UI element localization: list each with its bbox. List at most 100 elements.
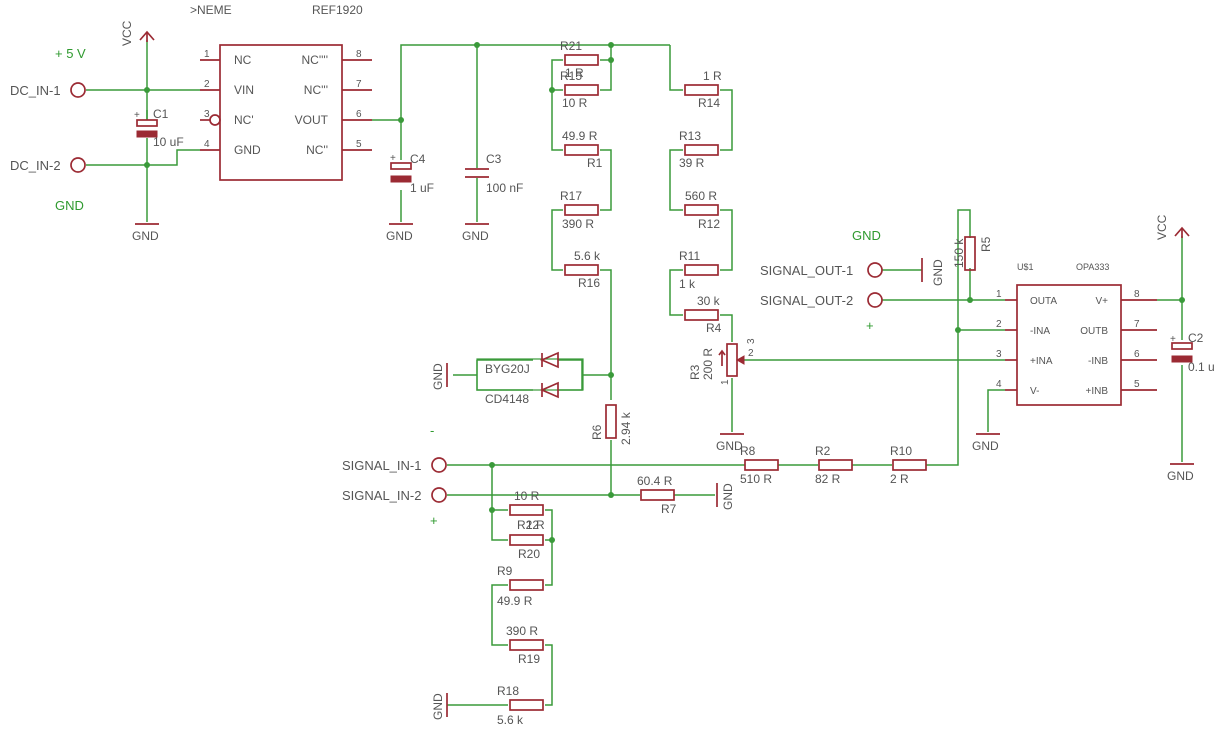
r22-value: 1 R [526,518,545,532]
resistor-r10-body [892,459,927,471]
ref1920-pin3-name: NC' [234,113,254,127]
ref1920-pin4-num: 4 [204,139,210,150]
resistor-r21-body [564,54,599,66]
r18-value: 5.6 k [497,713,524,727]
opa333-ic: U$1 OPA333 1 2 3 4 OUTA -INA +INA V- 8 7… [996,262,1157,406]
ref1920-pin7-name: NC''' [304,83,328,97]
svg-text:+: + [390,153,396,164]
r2-name: R2 [815,444,831,458]
r13-value: 39 R [679,156,705,170]
r18-name: R18 [497,684,519,698]
resistor-r8-body [744,459,779,471]
ref1920-name: >NEME [190,3,232,17]
wires [86,40,1183,706]
opa333-pin2-name: -INA [1030,326,1050,337]
r11-value: 1 k [679,277,696,291]
signal-out-2-label: SIGNAL_OUT-2 [760,293,853,308]
diodes: BYG20J CD4148 [476,351,584,406]
vcc-symbols: VCC VCC [120,20,1190,240]
capacitor-c1: + C1 10 uF [134,107,184,149]
opa333-pin6-num: 6 [1134,349,1140,360]
signal-out-2-terminal [867,292,883,308]
dc-in-2-terminal [70,157,86,173]
resistor-r7-body [640,489,675,501]
dc-in-2-label: DC_IN-2 [10,158,61,173]
r9-name: R9 [497,564,513,578]
ref1920-pin6-num: 6 [356,109,362,120]
capacitor-c4: + C4 1 uF [390,152,434,195]
resistor-r16-body [564,264,599,276]
dc-in-1-label: DC_IN-1 [10,83,61,98]
opa333-pin8-name: V+ [1095,296,1108,307]
opa333-pin1-name: OUTA [1030,296,1057,307]
signal-in-2-label: SIGNAL_IN-2 [342,488,421,503]
opa333-pin8-num: 8 [1134,289,1140,300]
r8-value: 510 R [740,472,772,486]
opa333-pin4-num: 4 [996,379,1002,390]
opa333-pin1-num: 1 [996,289,1002,300]
c4-value: 1 uF [410,181,434,195]
opa333-value: OPA333 [1076,262,1109,272]
opa333-pin3-num: 3 [996,349,1002,360]
potentiometer-r3: R3 200 R 1 2 3 [688,338,757,385]
gnd-label-r18: GND [431,693,445,720]
svg-text:+: + [1170,334,1176,345]
signal-in-2-terminal [431,487,447,503]
r19-value: 390 R [506,624,538,638]
r20-name: R20 [518,547,540,561]
c2-name: C2 [1188,331,1204,345]
gnd-label-c1: GND [132,229,159,243]
resistor-r2-body [818,459,853,471]
opa333-pin5-num: 5 [1134,379,1140,390]
gnd-label-r7: GND [721,483,735,510]
r16-value: 5.6 k [574,249,601,263]
gnd-label-c4: GND [386,229,413,243]
r3-name: R3 [688,364,702,380]
r10-value: 2 R [890,472,909,486]
ref1920-pin1-num: 1 [204,49,210,60]
c1-value: 10 uF [153,135,184,149]
c4-name: C4 [410,152,426,166]
opa333-pin3-name: +INA [1030,356,1053,367]
ref1920-pin2-name: VIN [234,83,254,97]
r17-name: R17 [560,189,582,203]
r22-name: R22 [517,518,539,532]
r21-name: R21 [560,39,582,53]
r5-name: R5 [979,236,993,252]
gnd-label-c3: GND [462,229,489,243]
diode-cd4148-label: CD4148 [485,392,529,406]
capacitor-c3: C3 100 nF [465,152,523,195]
connectors: DC_IN-1 DC_IN-2 SIGNAL_IN-1 SIGNAL_IN-2 … [10,82,883,503]
resistors-vertical: R6 2.94 k R5 150 k [590,236,993,445]
resistor-r12-body [684,204,719,216]
r15-name: R15 [560,69,582,83]
ref1920-pin8-num: 8 [356,49,362,60]
opa333-pin6-name: -INB [1088,356,1108,367]
ref1920-pin7-num: 7 [356,79,362,90]
vcc-label-right: VCC [1155,214,1169,240]
r7-value: 60.4 R [637,474,673,488]
r3-value: 200 R [701,348,715,380]
resistor-r11-body [684,264,719,276]
r10-name: R10 [890,444,912,458]
ref1920-pin4-name: GND [234,143,261,157]
resistor-r6-body [605,404,617,439]
opa333-name: U$1 [1017,262,1034,272]
opa333-pin4-name: V- [1030,386,1039,397]
ref1920-pin6-name: VOUT [295,113,329,127]
r4-name: R4 [706,321,722,335]
resistors-horizontal: R21 1 R R15 10 R 49.9 R R1 R17 390 R 5.6… [497,39,927,727]
r8-name: R8 [740,444,756,458]
r21-value: 1 R [565,66,584,80]
r17-value: 390 R [562,217,594,231]
opa333-pin5-name: +INB [1085,386,1108,397]
junction-dots [144,42,1185,543]
signal-in-1-label: SIGNAL_IN-1 [342,458,421,473]
annotations: + 5 V GND GND + - + [55,46,881,528]
ref1920-pin5-num: 5 [356,139,362,150]
resistor-r20-body [509,504,544,516]
r15-value: 10 R [562,96,588,110]
gnd-label-out1: GND [931,259,945,286]
r7-name: R7 [661,502,677,516]
